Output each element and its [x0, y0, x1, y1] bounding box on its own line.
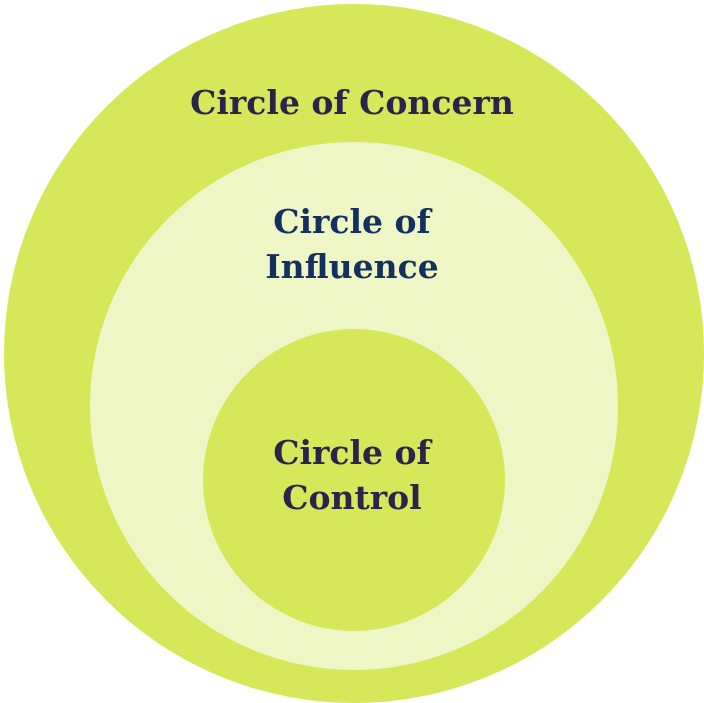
circle-of-influence-label: Circle of Influence	[0, 199, 704, 289]
circle-of-concern-label: Circle of Concern	[0, 80, 704, 125]
circle-of-control-label-line2: Control	[282, 478, 422, 517]
circle-of-concern-label-text: Circle of Concern	[190, 83, 514, 122]
circle-of-control-label: Circle of Control	[0, 430, 704, 520]
circle-of-influence-label-line1: Circle of	[273, 202, 431, 241]
circle-of-control	[203, 329, 505, 631]
circle-of-control-label-line1: Circle of	[273, 433, 431, 472]
circle-of-influence-label-line2: Influence	[265, 247, 439, 286]
